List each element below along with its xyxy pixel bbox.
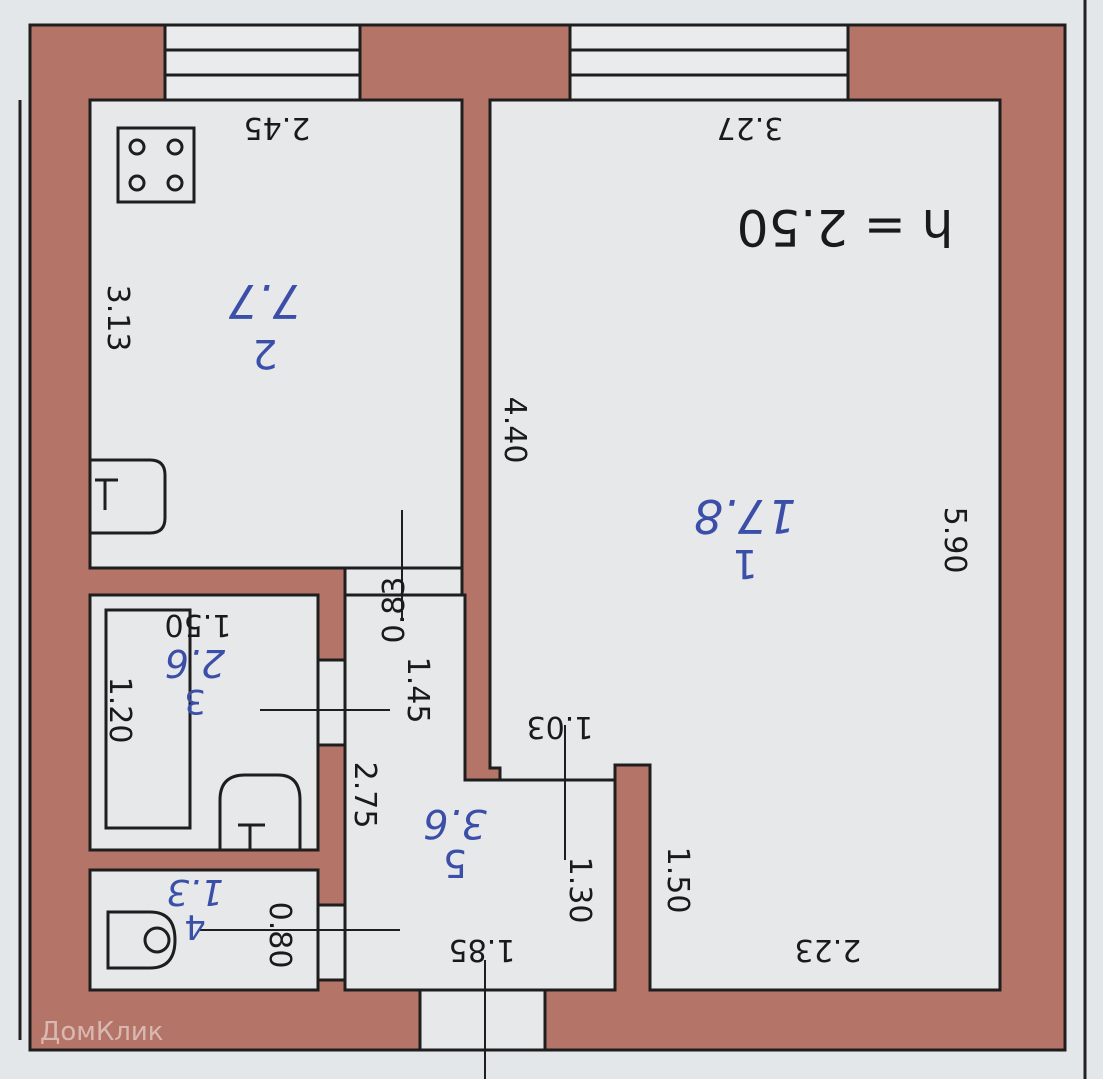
room-2-number: 2 — [252, 330, 277, 376]
dim-kitchen-width: 2.45 — [244, 110, 311, 145]
watermark: ДомКлик — [40, 1017, 164, 1047]
dim-bathtub-width: 1.20 — [102, 677, 137, 744]
room-hall — [343, 593, 617, 992]
dim-hall-width: 1.45 — [400, 657, 435, 724]
room-kitchen — [88, 98, 464, 570]
dim-partition: 4.40 — [497, 397, 532, 464]
dim-living-bottom: 2.23 — [795, 932, 862, 967]
room-4-area: 1.3 — [166, 871, 223, 912]
bathtub-icon — [104, 608, 192, 830]
stove-burner — [128, 174, 146, 192]
stove-burner — [166, 174, 184, 192]
dim-hall-length: 2.75 — [347, 762, 382, 829]
stove-burner — [166, 138, 184, 156]
room-4-number: 4 — [184, 906, 206, 946]
entrance-door — [418, 988, 547, 1052]
dimension-labels: 2.45 3.13 3.27 5.90 4.40 0.83 1.45 2.75 … — [100, 110, 972, 968]
ceiling-height: h = 2.50 — [737, 198, 954, 256]
washbasin-icon — [218, 773, 302, 850]
washbasin-tap — [238, 823, 265, 850]
room-labels: 17.8 1 7.7 2 2.6 3 1.3 4 3.6 5 — [165, 274, 796, 946]
dim-living-wall: 1.50 — [660, 847, 695, 914]
room-living — [488, 98, 1002, 992]
room-1-number: 1 — [732, 540, 757, 586]
dim-hall-bottom: 1.85 — [449, 932, 516, 967]
stove-icon — [116, 126, 196, 204]
room-bathroom — [88, 593, 320, 852]
stove-burner — [128, 138, 146, 156]
room-5-number: 5 — [443, 841, 467, 885]
sink-icon — [90, 458, 167, 535]
fixtures — [90, 126, 302, 970]
room-5-area: 3.6 — [423, 800, 487, 846]
window-living — [568, 23, 850, 102]
dim-living-width: 3.27 — [717, 110, 784, 145]
window-kitchen — [163, 23, 362, 102]
doorway-toilet — [316, 903, 347, 982]
toilet-icon — [106, 910, 177, 970]
dim-toilet-width: 0.80 — [262, 902, 297, 969]
toilet-bowl — [143, 926, 171, 954]
dim-bathtub-length: 1.50 — [165, 607, 232, 642]
doorway-kitchen — [343, 566, 464, 597]
room-3-number: 3 — [184, 681, 206, 721]
room-1-area: 17.8 — [694, 489, 796, 543]
doorway-bathroom — [316, 658, 347, 747]
dim-niche-width: 1.03 — [527, 709, 594, 744]
dim-living-length: 5.90 — [937, 507, 972, 574]
dim-hall-door: 0.83 — [377, 577, 412, 644]
dimension-lines — [200, 510, 566, 1079]
room-2-area: 7.7 — [228, 274, 301, 328]
room-3-area: 2.6 — [165, 641, 225, 685]
sink-tap — [95, 478, 118, 510]
dim-niche-depth: 1.30 — [562, 857, 597, 924]
dim-kitchen-length: 3.13 — [100, 285, 135, 352]
